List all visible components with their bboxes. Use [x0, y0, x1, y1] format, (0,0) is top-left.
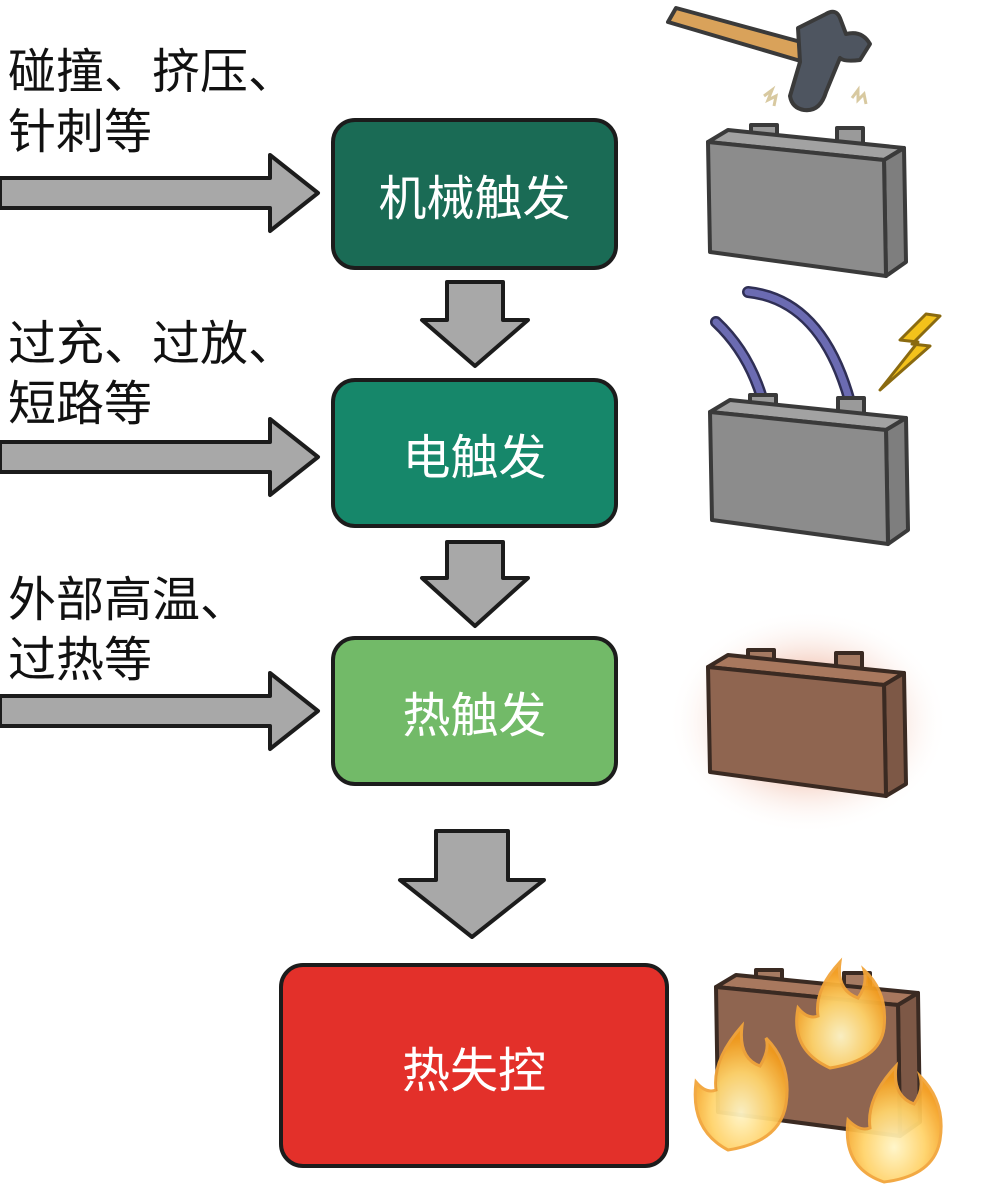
- battery-wires-lightning-icon: [708, 286, 942, 546]
- stage-box-runaway: 热失控: [279, 963, 669, 1168]
- stage-label-runaway: 热失控: [401, 1042, 546, 1099]
- stage-label-thermal: 热触发: [402, 688, 547, 744]
- battery-on-fire-icon: [693, 957, 943, 1184]
- stage-label-electrical: 电触发: [402, 430, 547, 486]
- hammer-hitting-battery-icon: [666, 6, 908, 278]
- stage-label-mechanical: 机械触发: [378, 171, 571, 227]
- flow-arrow-1: [420, 280, 530, 368]
- cause-text-electrical: 过充、过放、 短路等: [8, 316, 297, 432]
- flow-arrow-3: [398, 829, 546, 939]
- stage-box-thermal: 热触发: [331, 636, 618, 786]
- input-arrow-electrical: [0, 417, 320, 497]
- flow-arrow-2: [420, 540, 530, 628]
- cause-text-thermal: 外部高温、 过热等: [8, 572, 249, 688]
- stage-box-electrical: 电触发: [331, 378, 618, 528]
- stage-box-mechanical: 机械触发: [331, 118, 618, 270]
- cause-text-mechanical: 碰撞、挤压、 针刺等: [8, 44, 297, 160]
- input-arrow-mechanical: [0, 153, 320, 233]
- hot-glowing-battery-icon: [668, 610, 948, 834]
- input-arrow-thermal: [0, 671, 320, 751]
